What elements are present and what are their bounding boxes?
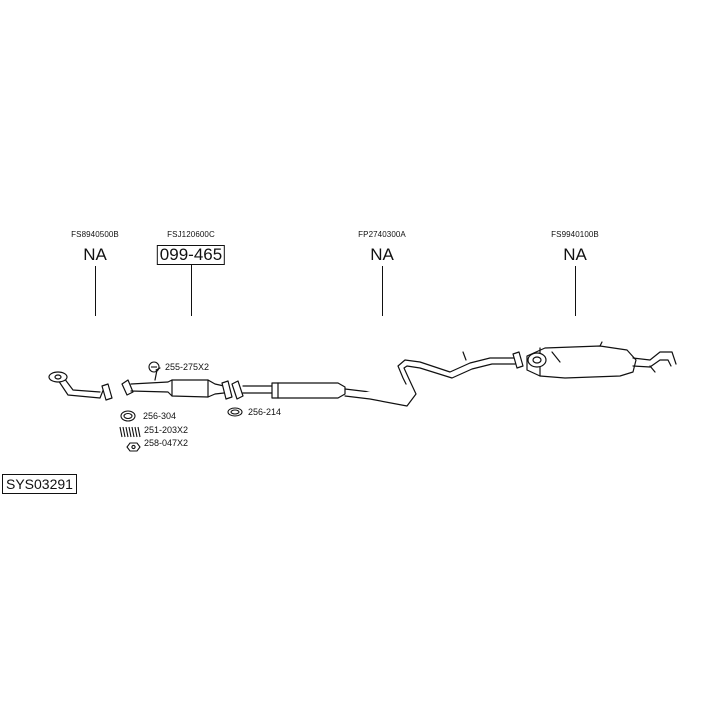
catalytic-converter-drawing (121, 367, 233, 400)
part-price-2: 099-465 (156, 245, 226, 265)
leader-line-3 (382, 266, 383, 316)
part-number-2: FSJ120600C (167, 230, 215, 239)
accessory-label-2: 256-304 (143, 411, 177, 421)
gasket-ring-icon-2 (227, 407, 243, 417)
leader-line-1 (95, 266, 96, 316)
clamp-icon (148, 361, 160, 373)
spring-icon (119, 426, 141, 438)
system-code: SYS03291 (2, 474, 77, 494)
accessory-label-1: 255-275X2 (165, 362, 210, 372)
part-number-4: FS9940100B (551, 230, 599, 239)
nut-icon (126, 442, 141, 452)
accessory-label-3: 251-203X2 (144, 425, 189, 435)
leader-line-4 (575, 266, 576, 316)
part-number-1: FS8940500B (71, 230, 119, 239)
part-number-3: FP2740300A (358, 230, 406, 239)
accessory-label-5: 256-214 (248, 407, 282, 417)
part-price-3: NA (370, 245, 394, 264)
rear-silencer-drawing (526, 341, 677, 379)
front-pipe-drawing (48, 371, 113, 401)
middle-pipe-resonator-drawing (231, 351, 524, 407)
part-price-1: NA (83, 245, 107, 264)
accessory-label-4: 258-047X2 (144, 438, 189, 448)
part-price-4: NA (563, 245, 587, 264)
gasket-ring-icon (120, 410, 136, 422)
leader-line-2 (191, 265, 192, 316)
